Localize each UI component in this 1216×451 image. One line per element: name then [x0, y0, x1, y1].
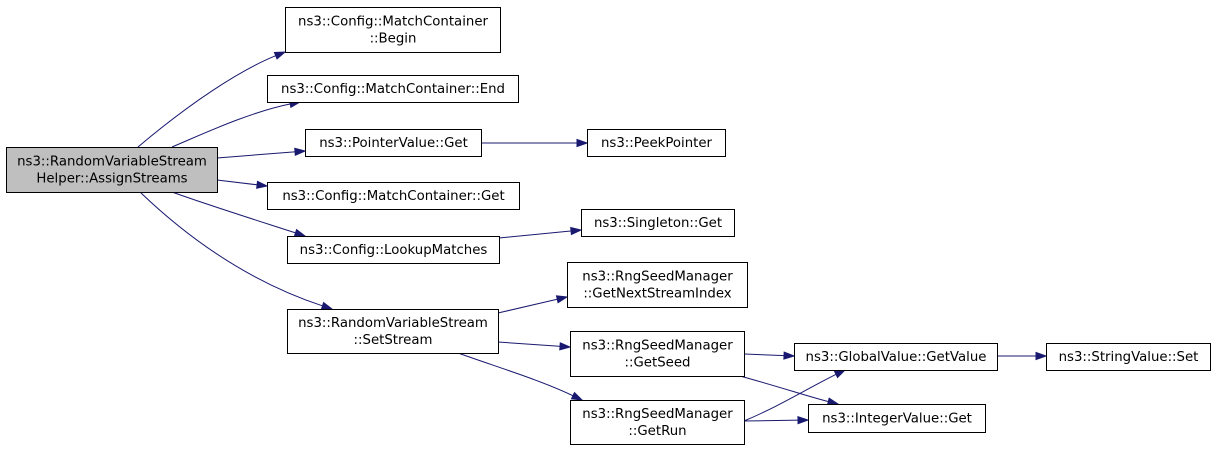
- edge-assign_streams-to-pointer_get: [216, 147, 307, 159]
- edge-set_stream-to-get_seed: [497, 341, 572, 351]
- node-label-line: ns3::Config::LookupMatches: [300, 243, 488, 258]
- edge-assign_streams-to-mc_end: [171, 99, 302, 148]
- node-global-get-value[interactable]: ns3::GlobalValue::GetValue: [794, 343, 998, 371]
- node-label-line: ::GetRun: [628, 424, 686, 439]
- edge-line: [743, 419, 800, 422]
- edge-global_get_value-to-string_set: [997, 351, 1048, 361]
- node-box: [808, 404, 986, 433]
- node-integer-get[interactable]: ns3::IntegerValue::Get: [808, 404, 986, 433]
- edge-line: [457, 352, 575, 397]
- node-get-seed[interactable]: ns3::RngSeedManager::GetSeed: [570, 331, 745, 377]
- edge-set_stream-to-next_stream_index: [497, 295, 569, 314]
- node-set-stream[interactable]: ns3::RandomVariableStream::SetStream: [287, 309, 499, 354]
- node-label-line: ns3::GlobalValue::GetValue: [806, 350, 987, 365]
- edge-assign_streams-to-mc_get: [216, 179, 269, 189]
- node-box: [587, 129, 726, 157]
- edge-lookup_matches-to-singleton_get: [498, 226, 583, 239]
- arrowhead: [320, 301, 334, 310]
- edge-pointer_get-to-peek_pointer: [481, 138, 589, 148]
- node-box: [287, 309, 499, 354]
- edge-line: [171, 103, 292, 148]
- call-nodes: ns3::RandomVariableStreamHelper::AssignS…: [6, 7, 1211, 445]
- node-box: [570, 331, 745, 377]
- node-assign-streams: ns3::RandomVariableStreamHelper::AssignS…: [6, 147, 218, 193]
- arrowhead: [273, 51, 287, 60]
- arrowhead: [570, 391, 584, 401]
- arrowhead: [293, 228, 307, 237]
- node-label-line: ns3::RandomVariableStream: [298, 316, 488, 331]
- node-label-line: ns3::Singleton::Get: [594, 216, 722, 231]
- node-box: [570, 400, 745, 445]
- node-next-stream-index[interactable]: ns3::RngSeedManager::GetNextStreamIndex: [567, 262, 748, 308]
- node-box: [267, 182, 520, 210]
- node-string-set[interactable]: ns3::StringValue::Set: [1046, 343, 1211, 371]
- edge-line: [171, 191, 297, 234]
- node-box: [267, 75, 519, 103]
- node-mc-begin[interactable]: ns3::Config::MatchContainer::Begin: [285, 7, 501, 53]
- node-label-line: ns3::RngSeedManager: [582, 270, 733, 285]
- arrowhead: [559, 342, 572, 351]
- arrowhead: [797, 415, 810, 425]
- edge-assign_streams-to-mc_begin: [137, 51, 287, 148]
- node-box: [567, 262, 748, 308]
- node-label-line: ns3::Config::MatchContainer::End: [281, 82, 505, 97]
- node-box: [287, 236, 500, 264]
- node-peek-pointer[interactable]: ns3::PeekPointer: [587, 129, 726, 157]
- node-box: [305, 129, 482, 157]
- node-mc-get[interactable]: ns3::Config::MatchContainer::Get: [267, 182, 520, 210]
- node-pointer-get[interactable]: ns3::PointerValue::Get: [305, 129, 482, 157]
- node-box: [285, 7, 501, 53]
- node-lookup-matches[interactable]: ns3::Config::LookupMatches: [287, 236, 500, 264]
- arrowhead: [1035, 351, 1048, 361]
- edge-line: [497, 341, 562, 347]
- edge-line: [498, 230, 573, 239]
- node-box: [581, 209, 735, 237]
- edge-line: [739, 375, 830, 403]
- node-box: [794, 343, 998, 371]
- arrowhead: [833, 369, 847, 379]
- arrowhead: [555, 295, 569, 304]
- node-label-line: ns3::RandomVariableStream: [17, 155, 207, 170]
- arrowhead: [256, 180, 269, 189]
- node-mc-end[interactable]: ns3::Config::MatchContainer::End: [267, 75, 519, 103]
- node-singleton-get[interactable]: ns3::Singleton::Get: [581, 209, 735, 237]
- arrowhead: [570, 226, 583, 236]
- node-label-line: ns3::RngSeedManager: [582, 339, 733, 354]
- node-box: [1046, 343, 1211, 371]
- edge-set_stream-to-get_run: [457, 352, 584, 401]
- edge-line: [139, 191, 324, 307]
- edge-line: [743, 353, 786, 357]
- node-label-line: Helper::AssignStreams: [36, 172, 187, 187]
- node-label-line: ::SetStream: [354, 333, 433, 348]
- arrowhead: [826, 397, 840, 406]
- node-box: [6, 147, 218, 193]
- node-label-line: ns3::PeekPointer: [601, 136, 713, 151]
- node-label-line: ::GetSeed: [625, 356, 691, 371]
- arrowhead: [294, 147, 307, 157]
- edge-line: [497, 298, 559, 314]
- edge-get_run-to-integer_get: [743, 415, 810, 425]
- node-label-line: ns3::RngSeedManager: [582, 407, 733, 422]
- node-label-line: ns3::Config::MatchContainer::Get: [282, 189, 504, 204]
- edge-line: [216, 151, 297, 159]
- node-label-line: ns3::StringValue::Set: [1059, 350, 1199, 365]
- edge-get_seed-to-global_get_value: [743, 351, 796, 360]
- node-get-run[interactable]: ns3::RngSeedManager::GetRun: [570, 400, 745, 445]
- node-label-line: ::Begin: [370, 32, 417, 47]
- node-label-line: ns3::PointerValue::Get: [319, 136, 468, 151]
- node-label-line: ns3::Config::MatchContainer: [298, 15, 488, 30]
- node-label-line: ns3::IntegerValue::Get: [822, 412, 972, 427]
- arrowhead: [576, 138, 589, 148]
- edge-line: [137, 54, 277, 148]
- arrowhead: [783, 351, 796, 360]
- node-label-line: ::GetNextStreamIndex: [583, 287, 731, 302]
- edge-line: [216, 179, 259, 186]
- edge-line: [743, 373, 838, 422]
